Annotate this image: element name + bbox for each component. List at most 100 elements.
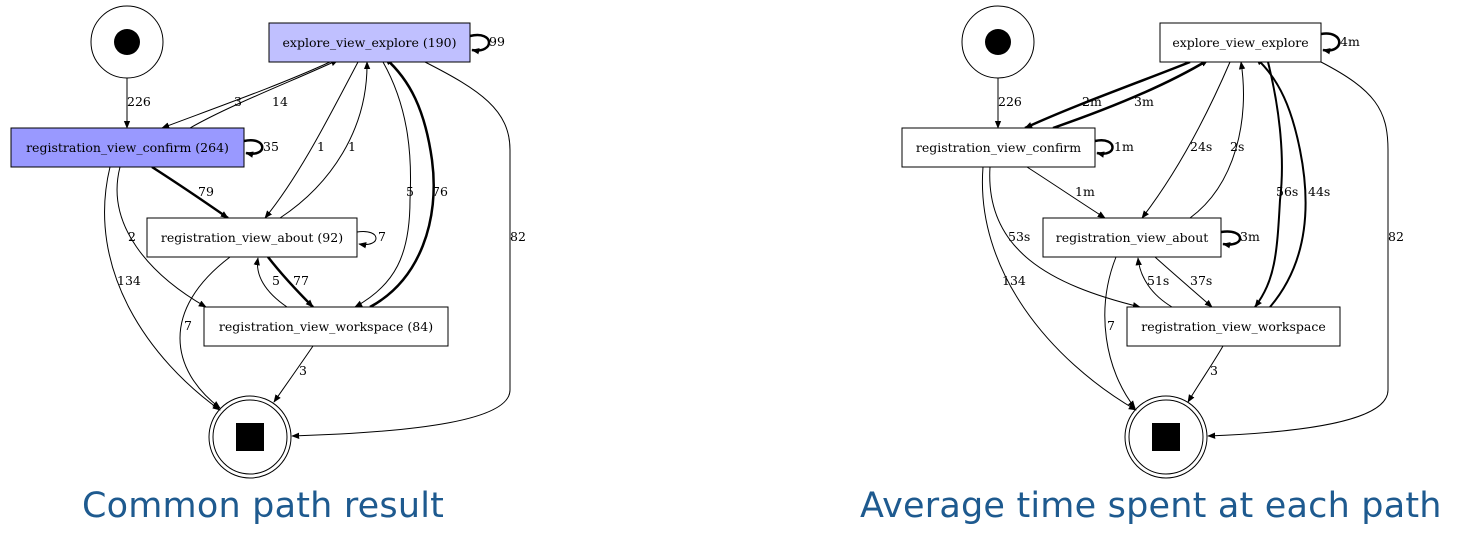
edge-explore-end: [291, 61, 511, 439]
edge-label-explore-workspace: 56s: [1276, 184, 1298, 199]
edge-confirm-about: [1026, 166, 1106, 219]
start-node: [90, 5, 164, 79]
edge-label-workspace-about: 51s: [1147, 273, 1169, 288]
end-node: [1124, 395, 1208, 479]
edge-workspace-end: [273, 345, 314, 403]
edge-label-explore-end: 82: [510, 229, 526, 244]
edge-label-workspace-explore: 76: [432, 184, 448, 199]
edge-label-workspace-end: 3: [1210, 363, 1218, 378]
edge-explore-end: [1207, 61, 1389, 439]
start-node: [961, 5, 1035, 79]
edge-labels: 226 2m 3m 4m 1m 24s 2s 1m 53s 3m 56s 44s…: [998, 34, 1404, 378]
edge-confirm-end: [104, 166, 221, 411]
node-explore: explore_view_explore: [1159, 22, 1322, 63]
end-node: [208, 395, 292, 479]
edge-label-about-self: 7: [378, 229, 386, 244]
edge-about-self: [356, 230, 377, 249]
edge-confirm-self: [243, 139, 264, 158]
edge-label-confirm-about: 79: [198, 184, 214, 199]
edge-label-explore-workspace: 5: [406, 184, 414, 199]
edge-label-explore-self: 99: [489, 34, 505, 49]
edge-about-explore: [279, 61, 371, 219]
edge-confirm-about: [151, 165, 229, 220]
average-time-graph: explore_view_explore registration_view_c…: [901, 5, 1404, 479]
edge-workspace-end: [1187, 345, 1224, 403]
edge-label-about-end: 7: [1107, 318, 1115, 333]
edge-label-explore-end: 82: [1388, 229, 1404, 244]
edge-label-explore-self: 4m: [1340, 34, 1360, 49]
node-confirm-label: registration_view_confirm (264): [26, 140, 229, 155]
edge-label-confirm-end: 134: [1002, 273, 1026, 288]
node-about: registration_view_about (92): [146, 217, 358, 258]
node-explore: explore_view_explore (190): [268, 22, 471, 63]
edge-label-about-end: 7: [184, 318, 192, 333]
edge-workspace-explore: [369, 57, 435, 309]
edges: [981, 32, 1389, 439]
edge-label-explore-about: 1: [317, 139, 325, 154]
edge-explore-workspace: [1254, 61, 1283, 308]
node-confirm: registration_view_confirm: [901, 127, 1096, 168]
edge-confirm-end: [981, 166, 1137, 411]
edge-explore-about: [264, 61, 359, 219]
node-explore-label: explore_view_explore (190): [283, 35, 457, 50]
edge-label-confirm-workspace: 53s: [1008, 229, 1030, 244]
edge-label-confirm-about: 1m: [1075, 184, 1095, 199]
edge-label-confirm-self: 35: [263, 139, 279, 154]
edge-label-explore-confirm: 2m: [1082, 94, 1102, 109]
edge-labels: 226 14 3 99 35 1 1 79 2 7 5 76 82 134 7 …: [117, 34, 526, 378]
node-about-label: registration_view_about: [1056, 230, 1209, 245]
edge-workspace-explore: [1255, 57, 1307, 308]
edge-label-workspace-explore: 44s: [1308, 184, 1330, 199]
edge-about-workspace: [1154, 256, 1213, 308]
node-about: registration_view_about: [1042, 217, 1222, 258]
node-workspace: registration_view_workspace (84): [203, 306, 449, 347]
edge-label-about-workspace: 77: [293, 273, 309, 288]
edge-workspace-about: [253, 257, 288, 308]
caption-average-time: Average time spent at each path: [860, 486, 1442, 526]
node-about-label: registration_view_about (92): [161, 230, 343, 245]
node-explore-label: explore_view_explore: [1172, 35, 1308, 50]
common-path-graph: explore_view_explore (190) registration_…: [10, 5, 526, 479]
edge-confirm-workspace: [989, 166, 1141, 309]
edge-about-self: [1220, 230, 1242, 249]
edge-label-confirm-explore: 14: [272, 94, 288, 109]
average-time-diagram-panel: explore_view_explore registration_view_c…: [890, 0, 1450, 540]
edge-label-confirm-workspace: 2: [128, 229, 136, 244]
edge-label-about-workspace: 37s: [1190, 273, 1212, 288]
edge-label-confirm-explore: 3m: [1134, 94, 1154, 109]
node-workspace: registration_view_workspace: [1126, 306, 1341, 347]
edge-confirm-explore: [189, 59, 339, 129]
edge-confirm-workspace: [116, 166, 207, 308]
edge-explore-self: [1320, 32, 1341, 55]
edge-label-start-confirm: 226: [127, 94, 151, 109]
edge-label-about-explore: 1: [348, 139, 356, 154]
edge-explore-confirm: [161, 61, 331, 129]
edge-about-end: [1104, 256, 1136, 409]
edge-explore-workspace: [354, 61, 412, 308]
edge-confirm-explore: [1052, 58, 1209, 130]
edge-label-start-confirm: 226: [998, 94, 1022, 109]
edge-workspace-about: [1135, 257, 1173, 308]
edge-about-explore: [1189, 61, 1246, 219]
common-path-diagram-panel: explore_view_explore (190) registration_…: [0, 0, 540, 540]
edge-about-end: [179, 256, 231, 409]
edge-label-confirm-self: 1m: [1114, 139, 1134, 154]
node-workspace-label: registration_view_workspace: [1141, 319, 1326, 334]
edges: [104, 33, 511, 439]
edge-explore-self: [469, 33, 491, 55]
edge-label-workspace-about: 5: [272, 273, 280, 288]
edge-label-explore-confirm: 3: [234, 94, 242, 109]
edge-label-explore-about: 24s: [1190, 139, 1212, 154]
node-confirm: registration_view_confirm (264): [10, 127, 245, 168]
edge-label-confirm-end: 134: [117, 273, 141, 288]
edge-confirm-self: [1094, 139, 1114, 158]
edge-label-workspace-end: 3: [299, 363, 307, 378]
caption-common-path: Common path result: [82, 486, 445, 526]
node-confirm-label: registration_view_confirm: [916, 140, 1081, 155]
node-workspace-label: registration_view_workspace (84): [219, 319, 433, 334]
edge-label-about-self: 3m: [1240, 229, 1260, 244]
edge-label-about-explore: 2s: [1230, 139, 1244, 154]
edge-about-workspace: [267, 256, 314, 308]
edge-explore-confirm: [1024, 60, 1191, 130]
edge-explore-about: [1141, 61, 1231, 219]
